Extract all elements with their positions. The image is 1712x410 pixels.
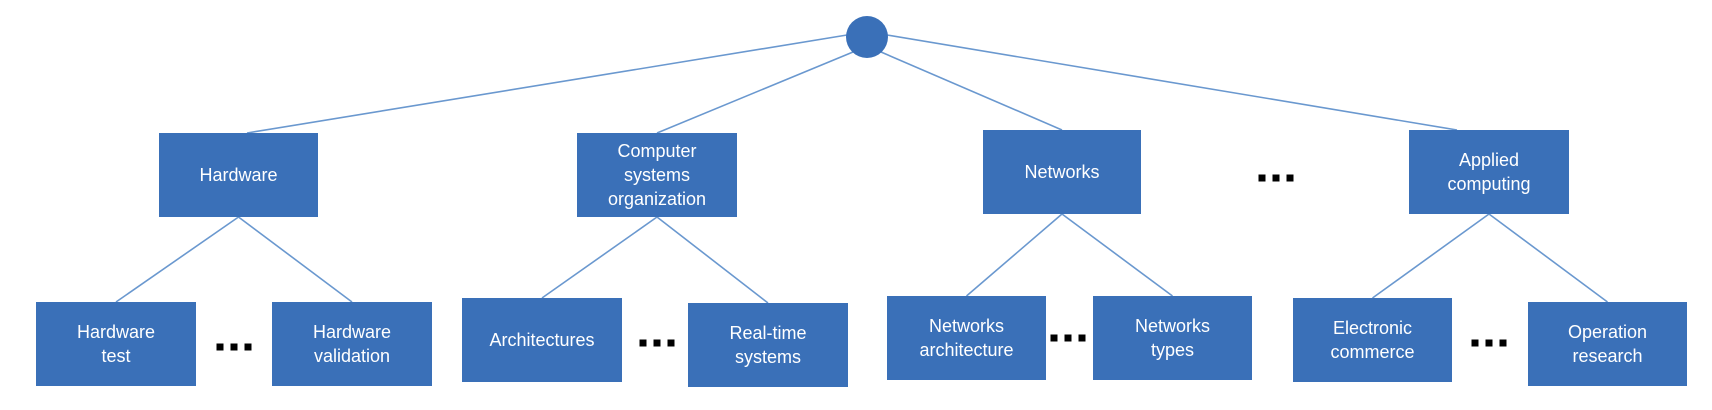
leaf-hardware-validation-label-line: validation: [314, 346, 390, 366]
leaf-real-time-systems-label-line: systems: [735, 347, 801, 367]
edge-computer-systems-organization-to-real-time-systems: [656, 216, 769, 304]
category-node-applied-computing: Applied computing: [1409, 130, 1569, 214]
leaf-node-hardware-test: Hardware test: [36, 302, 196, 386]
category-applied-computing-label-line: Applied: [1459, 150, 1519, 170]
ellipsis-applied-computing-children: [1471, 339, 1507, 347]
leaf-box: [1093, 296, 1252, 380]
leaf-hardware-test-label-line: Hardware: [77, 322, 155, 342]
leaf-node-real-time-systems: Real-time systems: [688, 303, 848, 387]
leaf-box: [1528, 302, 1687, 386]
leaf-networks-architecture-label-line: Networks: [929, 316, 1004, 336]
leaf-box: [272, 302, 432, 386]
ellipsis-dot: [216, 343, 224, 351]
edge-root-to-applied-computing: [886, 34, 1458, 131]
leaf-box: [887, 296, 1046, 380]
edge-applied-computing-to-operation-research: [1488, 213, 1608, 303]
leaf-node-networks-types: Networks types: [1093, 296, 1252, 380]
ellipsis-dot: [667, 339, 675, 347]
ellipsis-dot: [244, 343, 252, 351]
leaf-node-operation-research: Operation research: [1528, 302, 1687, 386]
tree-nodes: HardwareHardwaretestHardwarevalidationCo…: [36, 16, 1687, 387]
leaf-node-electronic-commerce: Electronic commerce: [1293, 298, 1452, 382]
ellipsis-networks-children: [1050, 334, 1086, 342]
edge-applied-computing-to-electronic-commerce: [1372, 213, 1490, 299]
edge-networks-to-networks-architecture: [965, 213, 1063, 297]
leaf-networks-types-label-line: types: [1151, 340, 1194, 360]
ellipsis-dot: [1272, 174, 1280, 182]
edge-hardware-to-hardware-validation: [238, 216, 353, 303]
category-computer-systems-organization-label-line: systems: [624, 165, 690, 185]
edge-hardware-to-hardware-test: [115, 216, 239, 303]
leaf-box: [688, 303, 848, 387]
category-computer-systems-organization-label-line: Computer: [617, 141, 696, 161]
omitted-items-markers: [216, 174, 1507, 351]
leaf-hardware-test-label-line: test: [101, 346, 130, 366]
ellipsis-computer-systems-organization-children: [639, 339, 675, 347]
category-hardware-label-line: Hardware: [199, 165, 277, 185]
category-box: [159, 133, 318, 217]
ellipsis-dot: [639, 339, 647, 347]
ellipsis-dot: [1499, 339, 1507, 347]
leaf-real-time-systems-label-line: Real-time: [729, 323, 806, 343]
category-node-networks: Networks: [983, 130, 1141, 214]
ellipsis-dot: [1050, 334, 1058, 342]
leaf-operation-research-label-line: research: [1572, 346, 1642, 366]
leaf-box: [1293, 298, 1452, 382]
leaf-node-architectures: Architectures: [462, 298, 622, 382]
category-computer-systems-organization-label-line: organization: [608, 189, 706, 209]
leaf-node-networks-architecture: Networks architecture: [887, 296, 1046, 380]
ellipsis-dot: [1485, 339, 1493, 347]
edge-root-to-hardware: [246, 34, 848, 134]
category-networks-label-line: Networks: [1024, 162, 1099, 182]
leaf-networks-architecture-label-line: architecture: [919, 340, 1013, 360]
category-node-hardware: Hardware: [159, 133, 318, 217]
ellipsis-hardware-children: [216, 343, 252, 351]
ellipsis-categories: [1258, 174, 1294, 182]
leaf-networks-types-label-line: Networks: [1135, 316, 1210, 336]
category-node-computer-systems-organization: Computer systems organization: [577, 133, 737, 217]
ellipsis-dot: [1286, 174, 1294, 182]
ellipsis-dot: [1471, 339, 1479, 347]
leaf-architectures-label-line: Architectures: [489, 330, 594, 350]
leaf-electronic-commerce-label-line: commerce: [1330, 342, 1414, 362]
ellipsis-dot: [1258, 174, 1266, 182]
tree-edges: [115, 34, 1608, 304]
edge-computer-systems-organization-to-architectures: [541, 216, 658, 299]
leaf-node-hardware-validation: Hardware validation: [272, 302, 432, 386]
ellipsis-dot: [653, 339, 661, 347]
ellipsis-dot: [1078, 334, 1086, 342]
leaf-electronic-commerce-label-line: Electronic: [1333, 318, 1412, 338]
ellipsis-dot: [1064, 334, 1072, 342]
leaf-hardware-validation-label-line: Hardware: [313, 322, 391, 342]
ellipsis-dot: [230, 343, 238, 351]
root-node: [846, 16, 888, 58]
leaf-box: [462, 298, 622, 382]
edge-root-to-computer-systems-organization: [656, 51, 854, 134]
category-applied-computing-label-line: computing: [1447, 174, 1530, 194]
leaf-box: [36, 302, 196, 386]
edge-networks-to-networks-types: [1061, 213, 1173, 297]
edge-root-to-networks: [880, 51, 1063, 131]
category-box: [1409, 130, 1569, 214]
leaf-operation-research-label-line: Operation: [1568, 322, 1647, 342]
category-box: [577, 133, 737, 217]
category-box: [983, 130, 1141, 214]
